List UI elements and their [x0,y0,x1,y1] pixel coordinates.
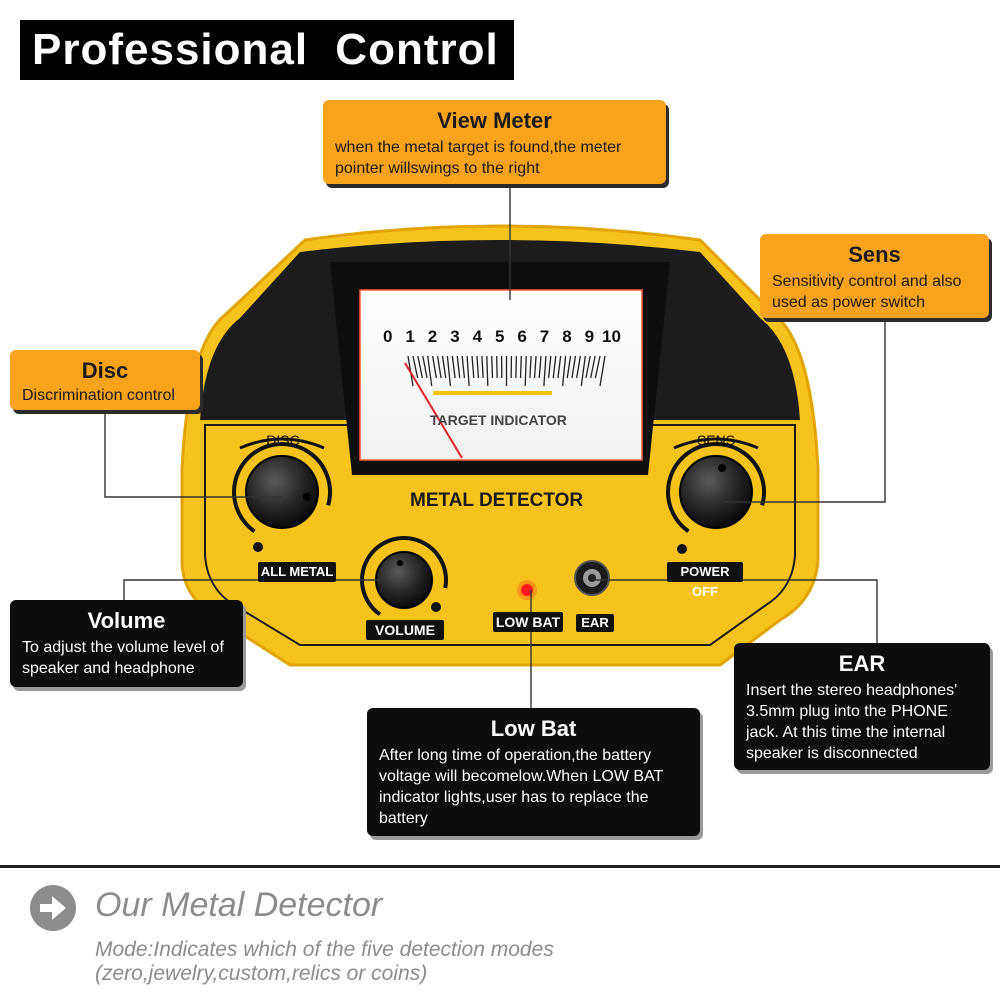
arrow-right-circle-icon [30,885,76,931]
callout-volume: Volume To adjust the volume level of spe… [10,600,243,687]
meter-tick [557,355,562,379]
footer-title: Our Metal Detector [95,886,383,924]
meter-scale-number: 7 [539,327,550,346]
callout-desc: Discrimination control [22,387,175,404]
callout-ear: EAR Insert the stereo headphones' 3.5mm … [734,643,990,770]
meter-tick [451,355,456,379]
volume-knob-ring [360,536,449,624]
meter-tick [436,355,442,379]
callout-title: EAR [838,651,886,676]
meter-tick [547,355,552,379]
meter-tick [422,355,428,379]
meter-tick [561,355,567,387]
meter-tick [466,355,470,387]
footer-desc: Mode:Indicates which of the five detecti… [95,938,554,985]
meter-tick [456,355,461,379]
meter-tick [496,355,498,379]
meter-tick [461,355,466,379]
meter-tick [571,355,577,379]
meter-tick [524,355,527,387]
sens-knob [679,455,753,529]
sens-knob-ring [666,442,766,542]
meter-tick [431,355,438,379]
meter-tick [585,355,591,379]
meter-tick [417,355,423,379]
meter-scale-number: 6 [517,327,527,346]
callout-title: Low Bat [490,716,577,741]
panel-face [200,420,800,650]
sens-label: SENS [696,432,736,448]
meter-label: TARGET INDICATOR [430,412,567,428]
section-divider [0,865,1000,868]
callout-view-meter: View Meter when the metal target is foun… [323,100,666,184]
meter-tick [543,355,547,387]
callout-sens: Sens Sensitivity control and also used a… [760,234,989,318]
meter-tick [529,355,532,379]
meter-scale-number: 5 [495,327,505,346]
meter-tick [519,355,522,379]
meter-scale-number: 2 [427,327,438,346]
meter-scale-number: 10 [602,327,621,346]
meter-tick [486,355,489,387]
callout-title: Volume [87,608,166,633]
disc-label: DISC [266,432,300,448]
meter-scale-number: 0 [383,327,393,346]
meter-scale-number: 4 [472,327,483,346]
meter-pointer [404,362,463,459]
meter-tick [580,355,586,387]
meter-tick [594,355,601,379]
meter-tick [446,355,452,387]
meter-tick [575,355,582,379]
meter-tick [476,355,480,379]
meter-tick [552,355,557,379]
meter-scale-number: 1 [405,327,415,346]
callout-title: Sens [848,242,901,267]
meter-tick [538,355,542,379]
meter-tick [515,355,517,379]
disc-knob-ring [232,442,332,542]
volume-label: VOLUME [366,620,444,640]
all-metal-label: ALL METAL [258,562,336,582]
callout-desc: After long time of operation,the battery… [379,747,663,827]
callout-desc: Insert the stereo headphones' 3.5mm plug… [746,682,958,762]
meter-tick [590,355,596,379]
meter-tick [533,355,537,379]
ear-label: EAR [576,614,614,632]
control-box-illustration [104,184,886,708]
meter-tick [427,355,433,387]
meter-tick [491,355,494,379]
meter-tick [599,355,606,387]
power-off-label: POWER OFF [667,562,743,599]
callout-desc: To adjust the volume level of speaker an… [22,639,224,677]
meter-tick [412,355,419,379]
callout-desc: when the metal target is found,the meter… [335,139,622,177]
disc-knob [245,455,319,529]
callout-title: Disc [81,358,129,383]
meter-face [359,289,643,461]
meter-tick [566,355,572,379]
callout-low-bat: Low Bat After long time of operation,the… [367,708,700,836]
meter-scale-number: 8 [562,327,572,346]
meter-tick [471,355,475,379]
meter-scale-number: 3 [450,327,460,346]
meter-tick [481,355,484,379]
low-bat-label: LOW BAT [493,612,563,632]
callout-desc: Sensitivity control and also used as pow… [772,273,962,311]
meter-scale-number: 9 [584,327,595,346]
low-bat-led [521,584,533,596]
callout-title: View Meter [437,108,552,133]
callout-disc: Disc Discrimination control [10,350,200,410]
meter-tick [441,355,447,379]
page-title: Professional Control Box [20,20,514,134]
brand-label: METAL DETECTOR [410,490,584,511]
meter-ticks [407,355,606,387]
